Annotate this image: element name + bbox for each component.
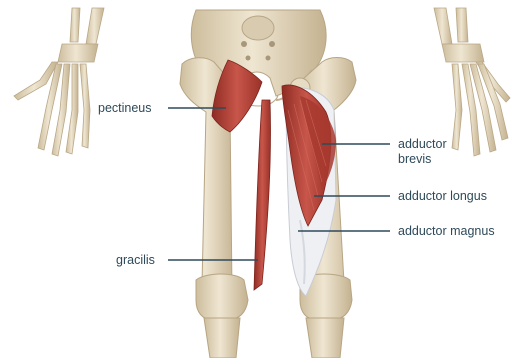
label-pectineus: pectineus: [98, 101, 152, 115]
label-gracilis: gracilis: [116, 253, 155, 267]
leader-lines: [168, 108, 390, 260]
gracilis-muscle: [254, 100, 271, 290]
right-hand: [434, 8, 510, 156]
label-adductor-magnus: adductor magnus: [398, 224, 495, 238]
left-hand: [14, 8, 104, 156]
label-adductor-brevis-line1: adductor: [398, 137, 447, 151]
label-adductor-brevis-line2: brevis: [398, 152, 431, 166]
knees: [196, 274, 352, 358]
label-adductor-longus: adductor longus: [398, 189, 487, 203]
